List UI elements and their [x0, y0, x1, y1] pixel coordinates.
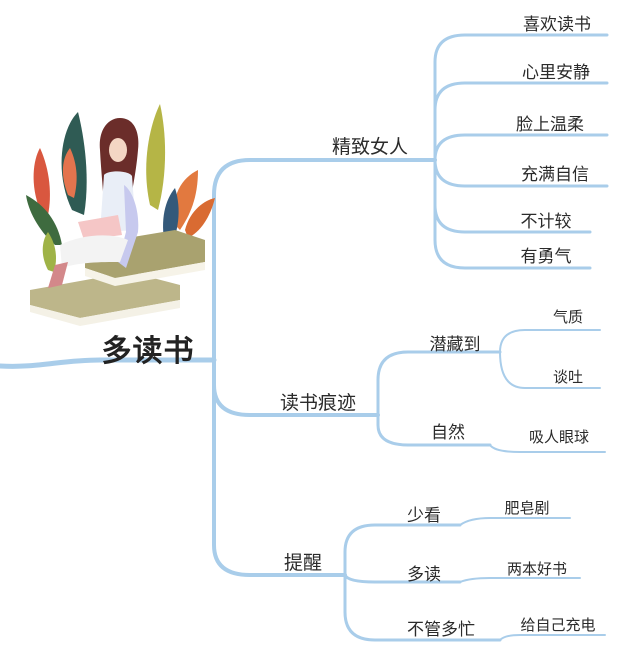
branch-tixing[interactable]: 提醒 [283, 552, 323, 574]
topic-tantu[interactable]: 谈吐 [552, 368, 584, 386]
topic-qizhi[interactable]: 气质 [552, 308, 584, 326]
trunk-to-tixing [212, 358, 347, 577]
topic-qiancang-dao[interactable]: 潜藏到 [429, 335, 481, 355]
topic-buguan-duomang[interactable]: 不管多忙 [407, 620, 475, 640]
connector-liangben [459, 577, 581, 583]
connector-xihuan [433, 33, 609, 162]
connector-gei [499, 634, 606, 641]
connector-qiancang [376, 350, 502, 417]
branch-jingzhi-nvren[interactable]: 精致女人 [331, 136, 409, 158]
topic-lianshang-wenrou[interactable]: 脸上温柔 [516, 115, 584, 135]
topic-bujijiao[interactable]: 不计较 [520, 212, 572, 232]
connector-ziran [376, 413, 492, 447]
connector-youyongqi [433, 158, 592, 270]
topic-liangben-haoshu[interactable]: 两本好书 [506, 560, 568, 578]
topic-xinli-anjing[interactable]: 心里安静 [522, 63, 590, 83]
connector-xinli [433, 81, 609, 162]
connector-lianshang [433, 133, 609, 162]
topic-youyongqi[interactable]: 有勇气 [520, 247, 572, 267]
root-connector [0, 357, 217, 369]
topic-xihuan-dushu[interactable]: 喜欢读书 [523, 15, 591, 35]
topic-shaokan[interactable]: 少看 [407, 506, 441, 526]
root-topic[interactable]: 多读书 [101, 334, 195, 369]
topic-feizao-ju[interactable]: 肥皂剧 [504, 499, 550, 517]
connector-shaokan [343, 523, 462, 577]
connector-xiren [489, 444, 606, 453]
topic-ziran[interactable]: 自然 [431, 423, 465, 443]
topic-chongman-zixin[interactable]: 充满自信 [521, 165, 589, 185]
connector-feizao [459, 517, 571, 526]
connector-qizhi [499, 329, 601, 353]
connector-duodu [343, 573, 462, 584]
trunk-to-jingzhi [212, 158, 437, 362]
topic-duodu[interactable]: 多读 [407, 565, 441, 585]
topic-gei-ziji-chongdian[interactable]: 给自己充电 [520, 616, 596, 634]
branch-dushu-henji[interactable]: 读书痕迹 [279, 392, 357, 414]
reading-girl-illustration [26, 104, 215, 326]
connector-tantu [499, 351, 601, 389]
topic-xiren-yanqiu[interactable]: 吸人眼球 [528, 428, 590, 446]
connector-buguan [343, 573, 502, 642]
